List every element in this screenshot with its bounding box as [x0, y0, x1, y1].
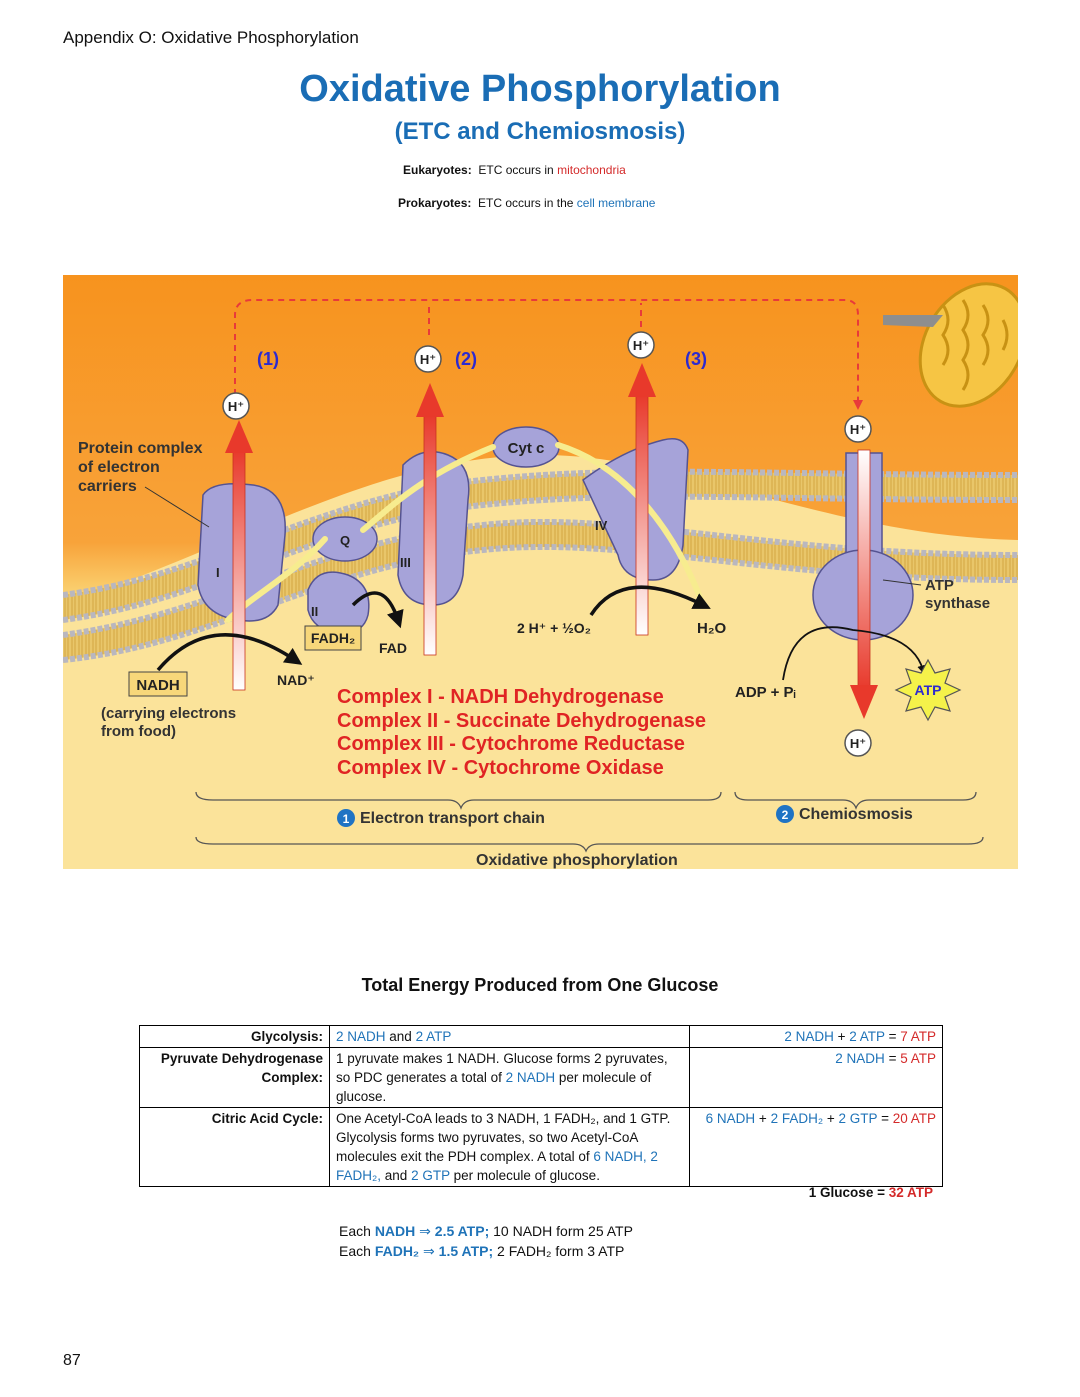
- cytc-label: Cyt c: [508, 440, 545, 457]
- complex-label: II: [311, 604, 318, 619]
- fad-label: FAD: [379, 640, 407, 656]
- complex-label: III: [400, 555, 411, 570]
- complex-label: I: [216, 565, 220, 580]
- oxphos-label: Oxidative phosphorylation: [476, 852, 678, 869]
- complex-label: IV: [595, 518, 608, 533]
- row-label: Citric Acid Cycle:: [139, 1107, 330, 1187]
- hplus-circle: H⁺: [627, 331, 655, 359]
- protein-complex-label: Protein complex of electron carriers: [78, 440, 207, 495]
- svg-text:H⁺: H⁺: [228, 399, 244, 414]
- table-row: Glycolysis: 2 NADH and 2 ATP 2 NADH + 2 …: [139, 1025, 943, 1048]
- glucose-total: 1 Glucose = 32 ATP: [808, 1185, 933, 1200]
- hplus-circle: H⁺: [414, 345, 442, 373]
- adp-label: ADP + Pᵢ: [735, 684, 796, 701]
- mitochondrion-icon: [883, 282, 1018, 408]
- hplus-circle: H⁺: [844, 729, 872, 757]
- prokaryotes-line: Prokaryotes: ETC occurs in the cell memb…: [398, 196, 655, 210]
- row-total: 2 NADH = 5 ATP: [689, 1047, 943, 1108]
- complex-ii: [307, 571, 370, 634]
- energy-table: Glycolysis: 2 NADH and 2 ATP 2 NADH + 2 …: [139, 1025, 943, 1187]
- row-total: 6 NADH + 2 FADH₂ + 2 GTP = 20 ATP: [689, 1107, 943, 1187]
- eukaryotes-text: ETC occurs in: [478, 163, 554, 177]
- page-number: 87: [63, 1352, 81, 1369]
- hplus-circle: H⁺: [222, 392, 250, 420]
- etc-diagram: H⁺ H⁺ H⁺ H⁺ H⁺ (1) (2) (3) Protein compl…: [63, 275, 1018, 869]
- row-label: Glycolysis:: [139, 1025, 330, 1048]
- atp-synthase-label: ATP synthase: [925, 577, 990, 612]
- svg-text:H⁺: H⁺: [850, 736, 866, 751]
- oxygen-equation: 2 H⁺ + ½O₂: [517, 620, 591, 636]
- step-label: (1): [257, 349, 279, 369]
- page-subtitle: (ETC and Chemiosmosis): [394, 118, 686, 145]
- svg-text:ATP: ATP: [915, 682, 942, 698]
- oxphos-brace: [195, 836, 984, 853]
- energy-title: Total Energy Produced from One Glucose: [361, 975, 719, 995]
- chemiosmosis-label: Chemiosmosis: [799, 806, 913, 823]
- row-description: One Acetyl-CoA leads to 3 NADH, 1 FADH₂,…: [329, 1107, 690, 1187]
- fadh2-label: FADH₂: [311, 630, 355, 646]
- step-label: (3): [685, 349, 707, 369]
- svg-text:H⁺: H⁺: [633, 338, 649, 353]
- etc-brace: [195, 791, 722, 810]
- fad-arrow: [351, 591, 404, 629]
- row-description: 1 pyruvate makes 1 NADH. Glucose forms 2…: [329, 1047, 690, 1108]
- proton-path: [234, 299, 863, 410]
- complex-list: Complex I - NADH Dehydrogenase Complex I…: [337, 686, 712, 779]
- table-row: Citric Acid Cycle: One Acetyl-CoA leads …: [139, 1107, 943, 1187]
- prokaryotes-place: cell membrane: [576, 196, 656, 210]
- svg-text:H⁺: H⁺: [420, 352, 436, 367]
- hplus-circle: H⁺: [844, 415, 872, 443]
- nadh-label: NADH: [136, 677, 179, 694]
- step-label: (2): [455, 349, 477, 369]
- water-label: H₂O: [697, 620, 726, 637]
- oxygen-arrow: [589, 585, 711, 616]
- eukaryotes-line: Eukaryotes: ETC occurs in mitochondria: [403, 163, 626, 177]
- nadh-conversion: Each NADH ⇒ 2.5 ATP; 10 NADH form 25 ATP: [339, 1223, 633, 1239]
- svg-text:H⁺: H⁺: [850, 422, 866, 437]
- atp-burst-icon: ATP: [894, 658, 962, 722]
- appendix-header: Appendix O: Oxidative Phosphorylation: [63, 28, 359, 47]
- proton-arrow: [225, 420, 253, 691]
- q-label: Q: [340, 533, 350, 548]
- eukaryotes-place: mitochondria: [557, 163, 626, 177]
- prokaryotes-text: ETC occurs in the: [478, 196, 574, 210]
- svg-text:2: 2: [782, 808, 789, 822]
- page-title: Oxidative Phosphorylation: [299, 68, 781, 110]
- nad-label: NAD⁺: [277, 672, 315, 688]
- nadh-arrow: [156, 633, 303, 672]
- eukaryotes-label: Eukaryotes:: [403, 163, 472, 177]
- row-total: 2 NADH + 2 ATP = 7 ATP: [689, 1025, 943, 1048]
- fadh2-conversion: Each FADH₂ ⇒ 1.5 ATP; 2 FADH₂ form 3 ATP: [339, 1243, 625, 1259]
- adp-arrow: [782, 626, 927, 681]
- svg-text:1: 1: [343, 812, 350, 826]
- proton-arrow: [416, 383, 444, 656]
- etc-label: Electron transport chain: [360, 810, 545, 827]
- row-description: 2 NADH and 2 ATP: [329, 1025, 690, 1048]
- carrying-label: (carrying electrons from food): [101, 705, 240, 740]
- prokaryotes-label: Prokaryotes:: [398, 196, 472, 210]
- chemiosmosis-brace: [734, 791, 977, 810]
- proton-arrow: [628, 363, 656, 636]
